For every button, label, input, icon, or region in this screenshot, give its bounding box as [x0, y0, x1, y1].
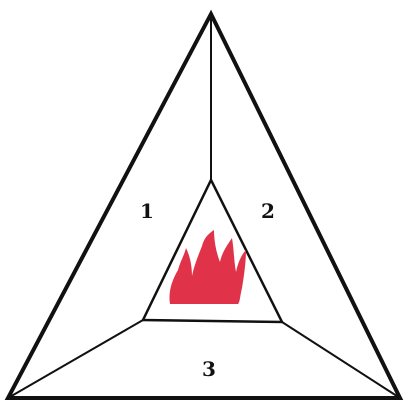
- outer-triangle: [8, 14, 400, 398]
- region-label-1: 1: [140, 199, 154, 223]
- region-label-2: 2: [261, 199, 275, 223]
- region-label-3: 3: [202, 357, 216, 381]
